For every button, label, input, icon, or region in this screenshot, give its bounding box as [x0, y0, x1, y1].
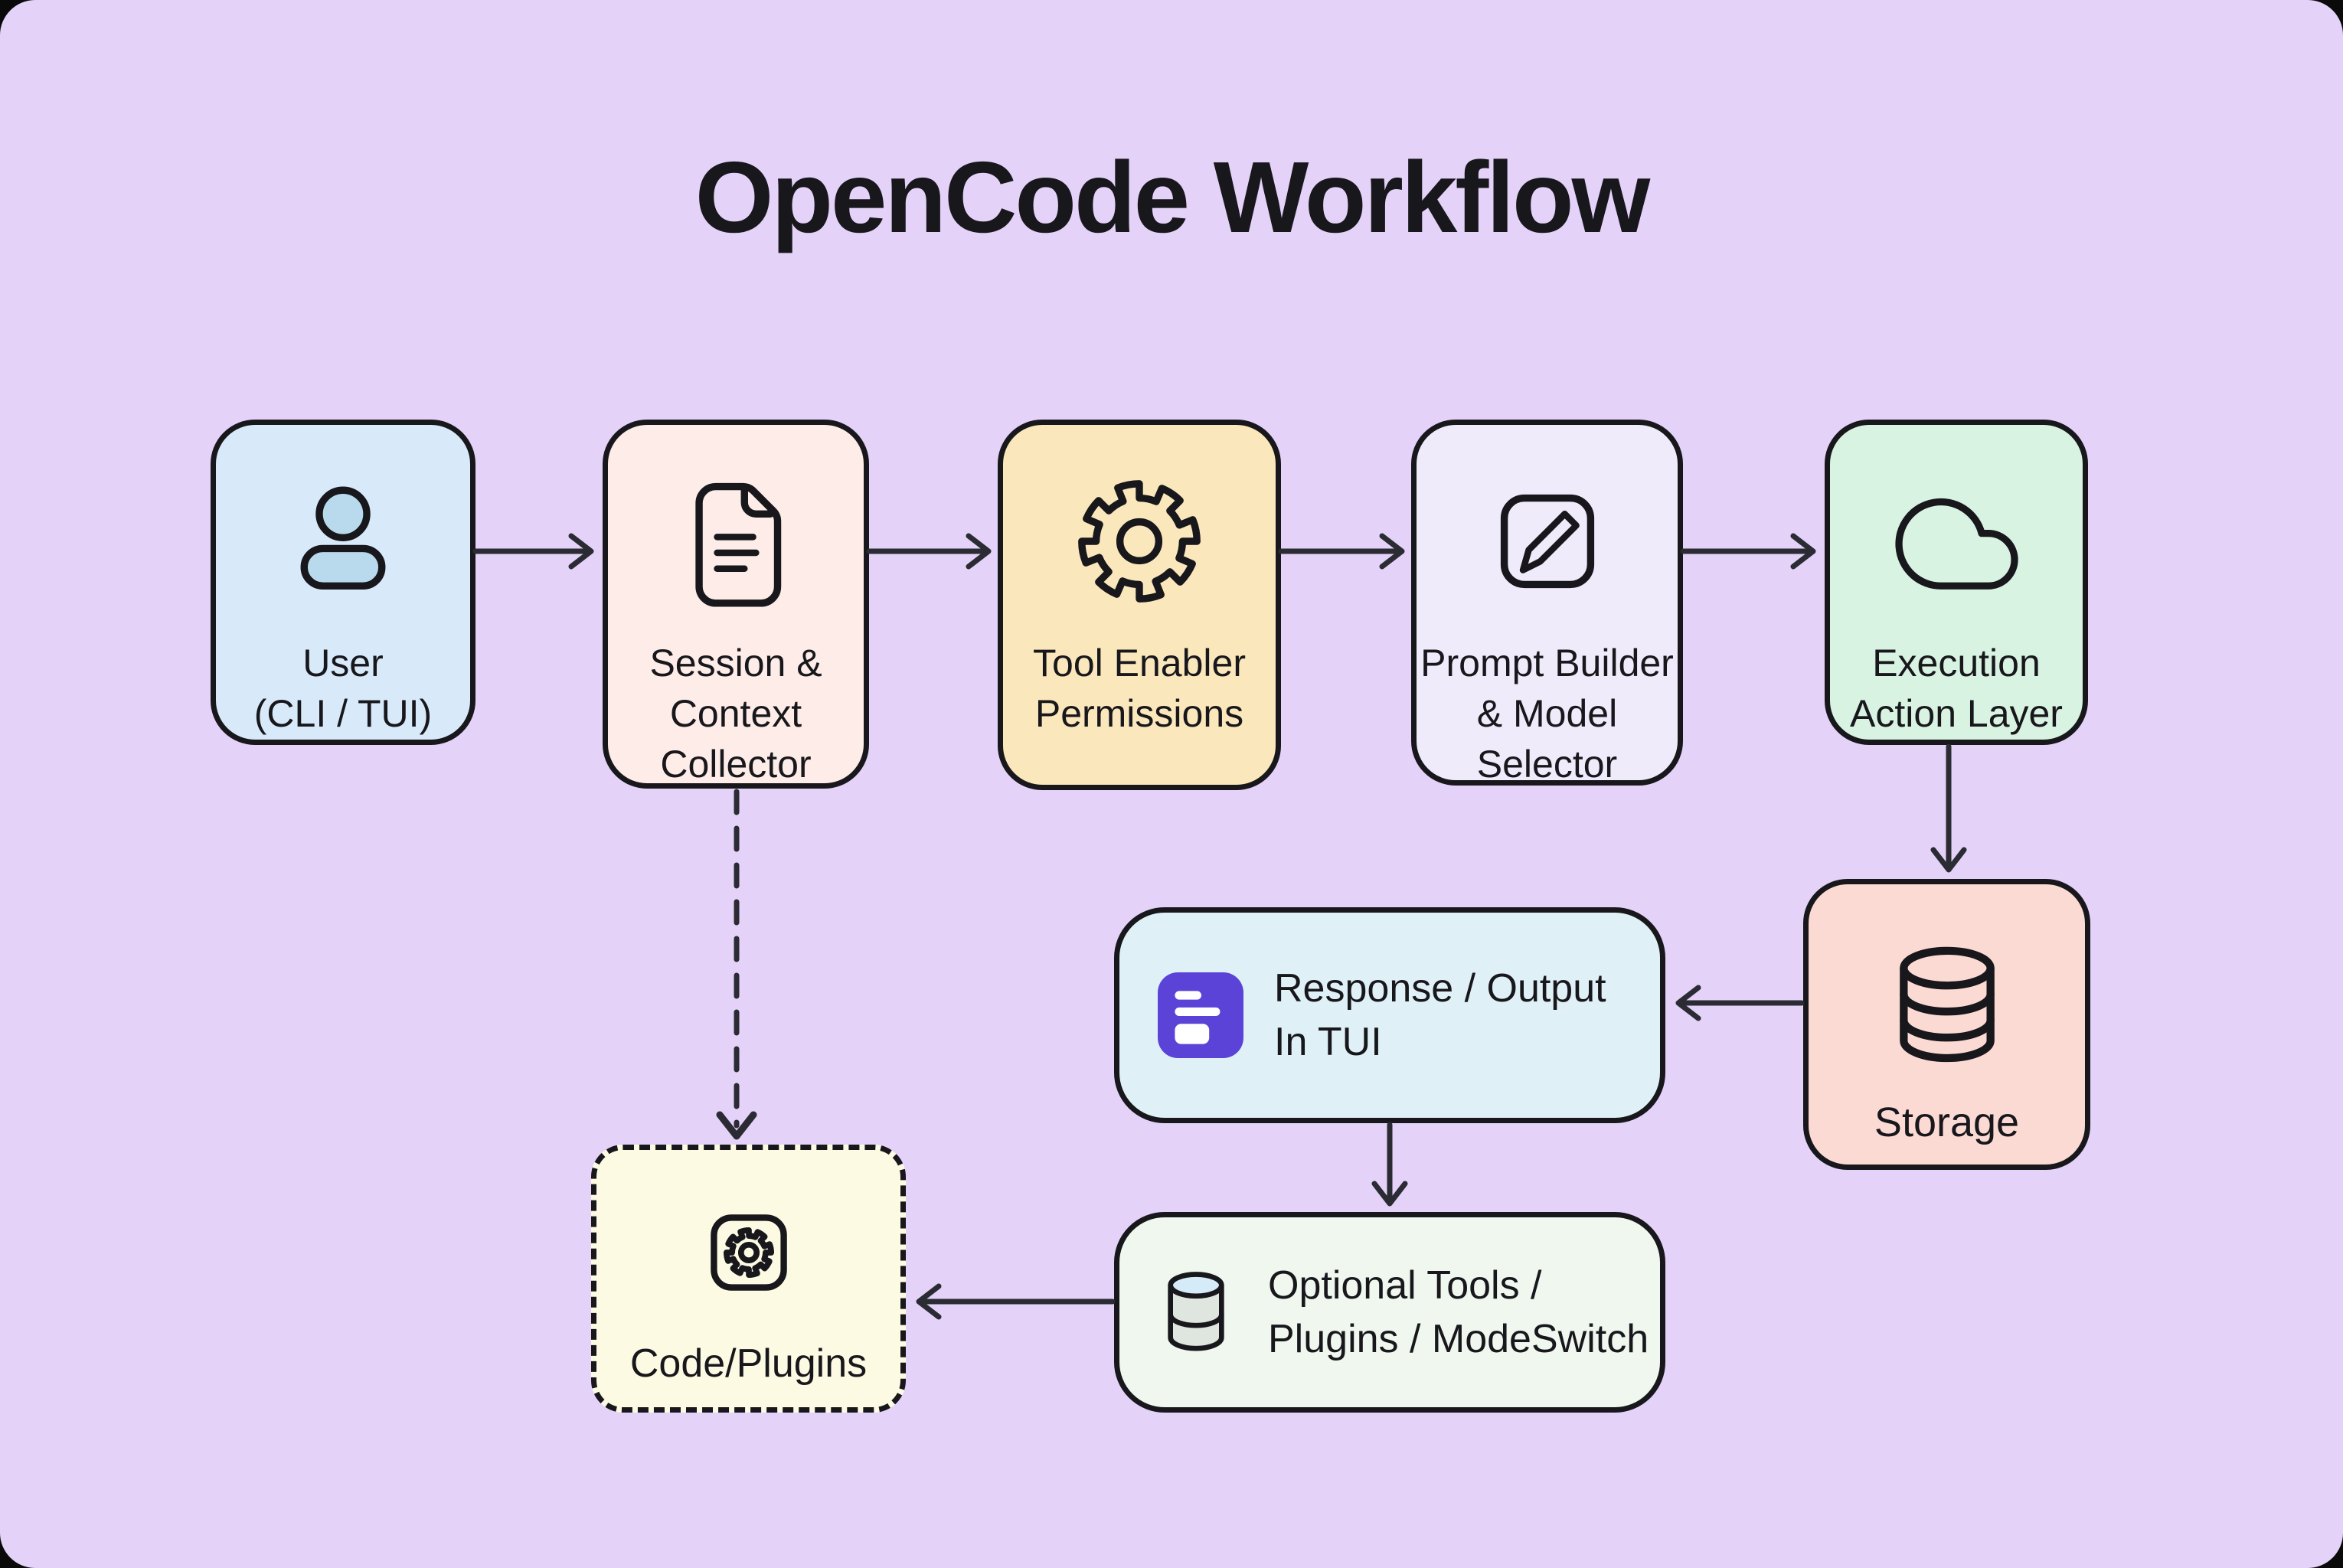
- node-optional-tools-label: Optional Tools / Plugins / ModeSwitch: [1268, 1263, 1649, 1361]
- node-code-plugins: Code/Plugins: [591, 1145, 906, 1413]
- node-execution-action-layer: Execution Action Layer: [1825, 420, 2088, 745]
- database-3d-icon: [1168, 1271, 1224, 1351]
- node-storage: Storage: [1803, 879, 2090, 1170]
- node-prompt-builder-label: Prompt Builder & Model Selector: [1420, 642, 1674, 786]
- node-prompt-builder-model-selector: Prompt Builder & Model Selector: [1411, 420, 1683, 786]
- node-user: User (CLI / TUI): [211, 420, 475, 745]
- gear-square-icon: [710, 1214, 787, 1291]
- person-icon: [300, 486, 386, 590]
- node-user-label: User (CLI / TUI): [253, 642, 433, 735]
- node-tool-enabler-label: Tool Enabler Permissions: [1033, 642, 1246, 735]
- node-response-label: Response / Output In TUI: [1274, 966, 1606, 1064]
- node-response-output-tui: Response / Output In TUI: [1114, 907, 1665, 1123]
- node-optional-tools-plugins-modeswitch: Optional Tools / Plugins / ModeSwitch: [1114, 1212, 1665, 1413]
- node-execution-label: Execution Action Layer: [1850, 642, 2063, 735]
- node-code-plugins-label: Code/Plugins: [629, 1341, 868, 1386]
- node-storage-label: Storage: [1874, 1099, 2020, 1145]
- chat-list-icon: [1158, 972, 1243, 1058]
- gear-icon: [1078, 480, 1201, 603]
- database-icon: [1899, 946, 1995, 1063]
- node-tool-enabler-permissions: Tool Enabler Permissions: [998, 420, 1281, 790]
- node-session-context-collector: Session & Context Collector: [603, 420, 869, 789]
- node-session-label: Session & Context Collector: [649, 642, 822, 786]
- page-title: OpenCode Workflow: [694, 141, 1651, 253]
- document-icon: [695, 482, 782, 607]
- pencil-edit-icon: [1500, 494, 1594, 589]
- cloud-icon: [1895, 498, 2018, 590]
